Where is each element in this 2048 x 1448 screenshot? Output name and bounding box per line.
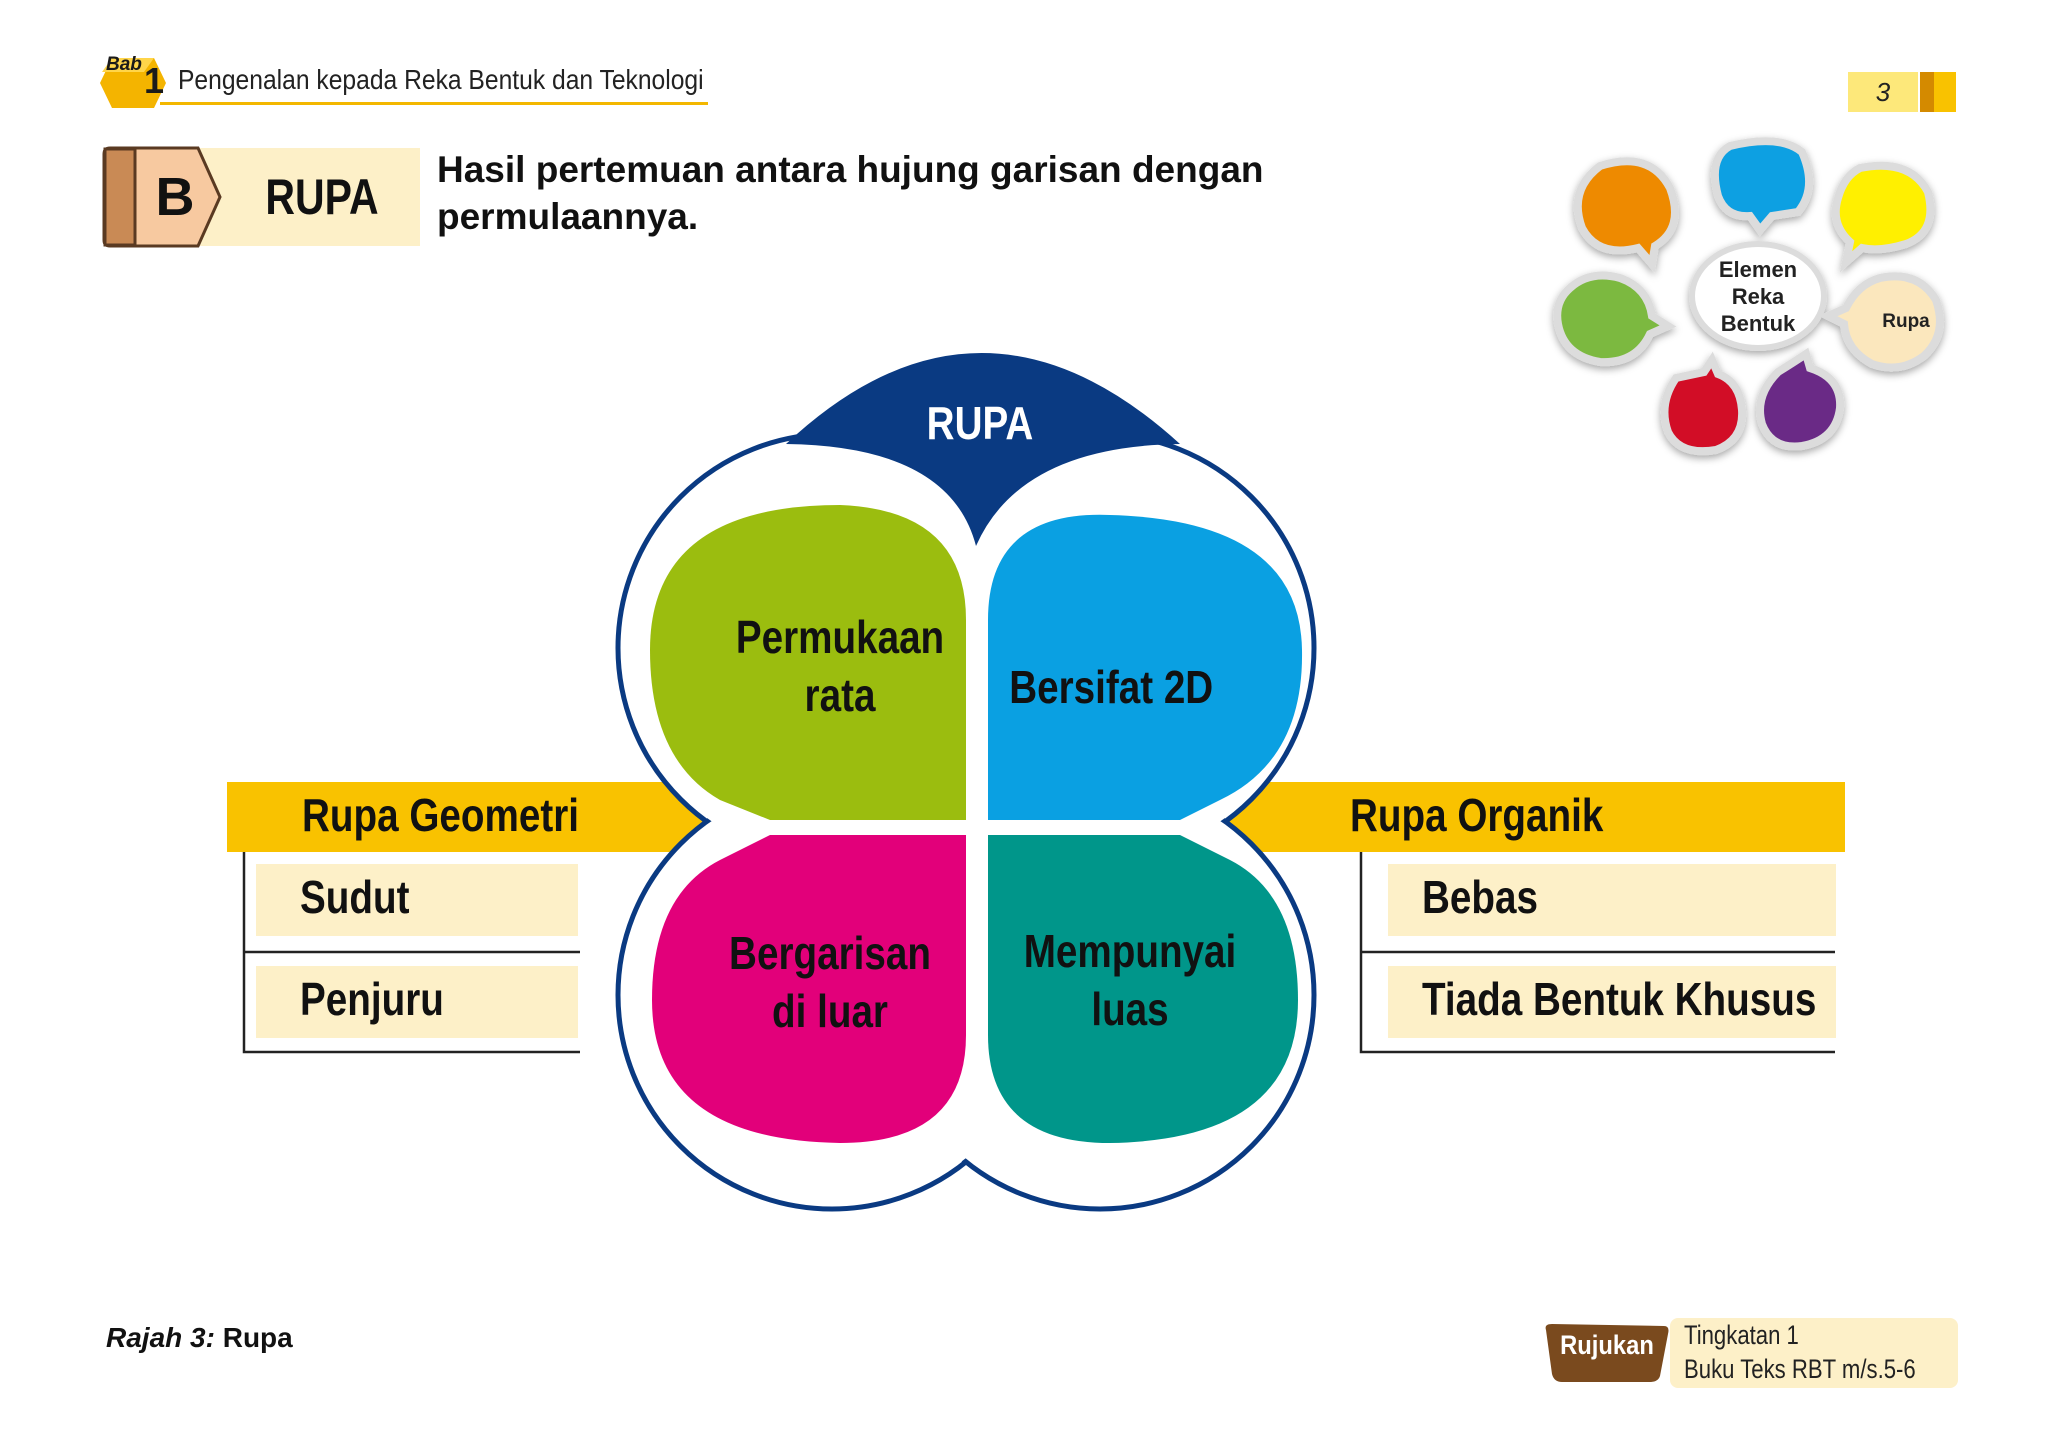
reference-textbook-pages: Buku Teks RBT m/s.5-6 (1684, 1354, 1916, 1384)
petal-2d (988, 514, 1303, 820)
reference-badge-label: Rujukan (1560, 1330, 1654, 1360)
definition-text: Hasil pertemuan antara hujung garisan de… (437, 149, 1264, 237)
chapter-badge-icon (100, 58, 166, 108)
chapter-underline (160, 102, 708, 105)
bubble-orange-icon (1573, 157, 1679, 273)
geometric-band (227, 782, 747, 852)
bubble-blue-icon (1711, 137, 1814, 237)
geometric-item-box (256, 864, 578, 936)
chapter-number: 1 (144, 60, 165, 101)
petal-area (988, 835, 1298, 1143)
diagram-title: RUPA (926, 397, 1034, 449)
wheel-center-icon (1689, 241, 1827, 351)
design-elements-wheel (1553, 137, 1944, 456)
page-tab-icon (1920, 72, 1956, 112)
figure-caption-label: Rajah 3: (106, 1322, 215, 1353)
page-number: 3 (1875, 77, 1891, 107)
geometric-item-box (256, 966, 578, 1038)
bubble-yellow-icon (1831, 161, 1935, 273)
reference-badge-icon (1545, 1324, 1669, 1382)
organic-list-frame (1359, 852, 1835, 1054)
figure-caption-text: Rupa (222, 1322, 293, 1353)
bubble-purple-icon (1756, 347, 1845, 451)
organic-item-box (1388, 864, 1836, 936)
figure-caption: Rajah 3: Rupa (106, 1322, 293, 1354)
geometric-item-angle: Penjuru (300, 973, 444, 1025)
organic-band (1215, 782, 1845, 852)
organic-item-free: Bebas (1422, 871, 1538, 923)
bubble-rupa-icon (1818, 272, 1944, 372)
bubble-red-icon (1660, 351, 1747, 456)
section-letter: B (155, 167, 195, 227)
wheel-rupa-label: Rupa (1882, 311, 1930, 332)
petal-label-2d: Bersifat 2D (1009, 661, 1214, 713)
page-number-box (1848, 72, 1918, 112)
organic-item-box (1388, 966, 1836, 1038)
geometric-title: Rupa Geometri (302, 789, 579, 841)
petal-outline-border (652, 835, 966, 1143)
reference-box (1670, 1318, 1958, 1388)
petal-flat-surface (650, 505, 966, 820)
geometric-list-frame (242, 852, 580, 1054)
organic-title: Rupa Organik (1350, 789, 1604, 841)
geometric-item-corner: Sudut (300, 871, 410, 923)
chapter-badge-label: Bab (106, 54, 142, 75)
organic-item-no-specific-shape: Tiada Bentuk Khusus (1422, 973, 1817, 1025)
section-label-tab (102, 146, 420, 248)
chapter-title: Pengenalan kepada Reka Bentuk dan Teknol… (178, 64, 704, 95)
rupa-title-cap (786, 353, 1180, 546)
bubble-green-icon (1553, 271, 1677, 367)
section-name: RUPA (265, 169, 379, 225)
reference-form: Tingkatan 1 (1684, 1320, 1799, 1350)
